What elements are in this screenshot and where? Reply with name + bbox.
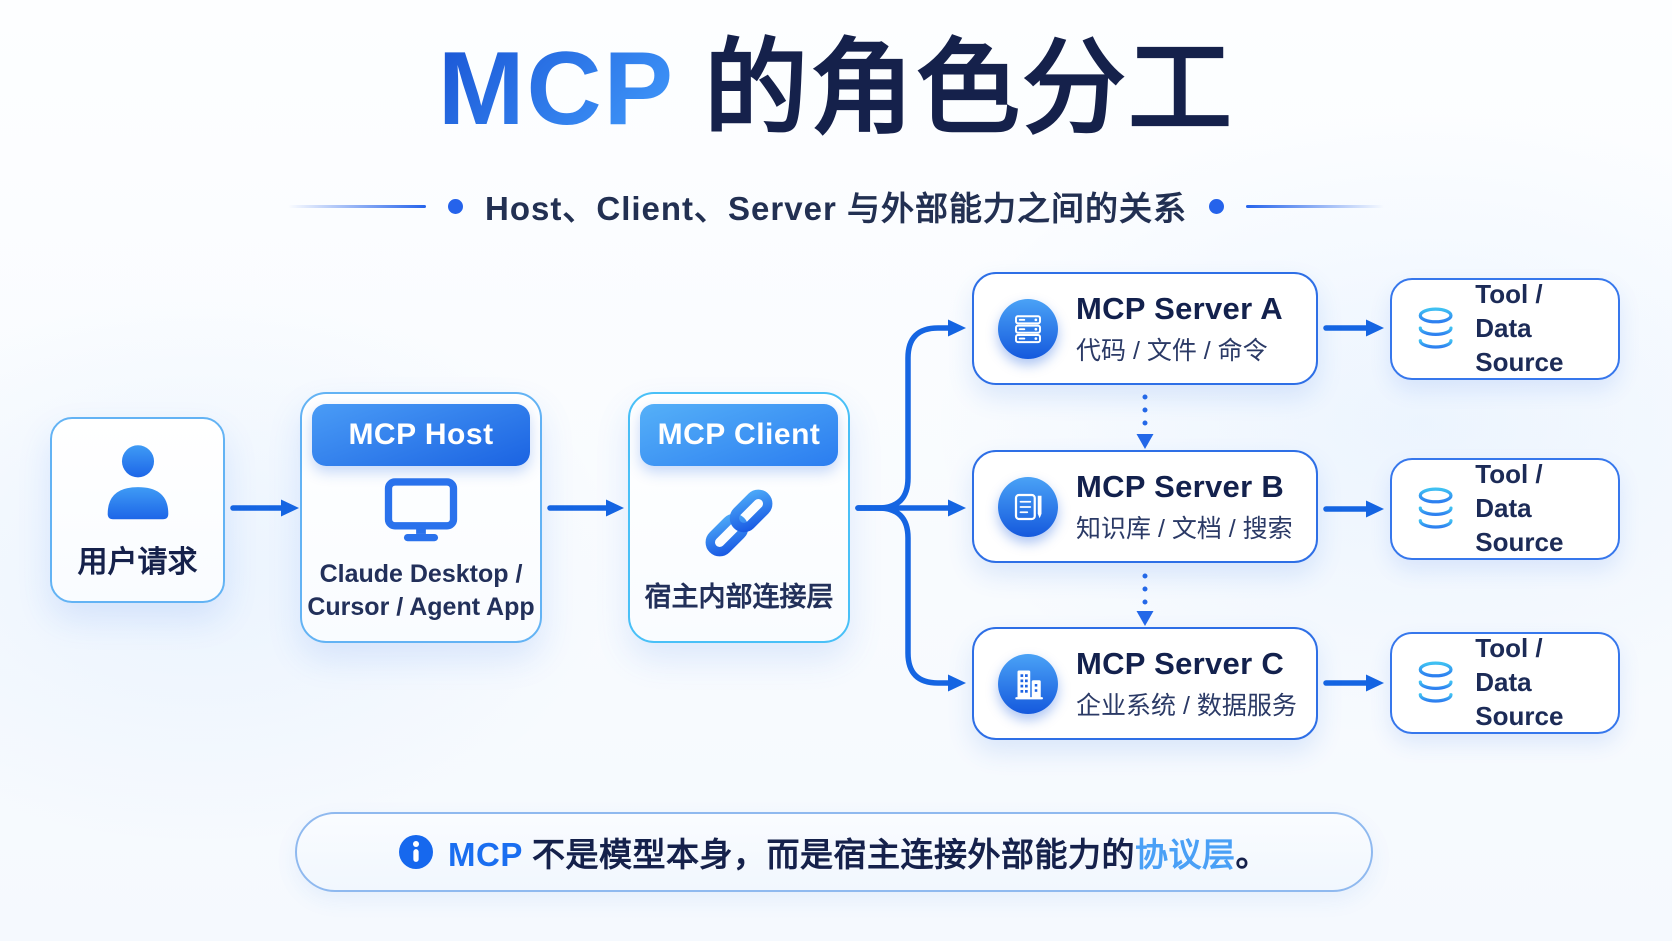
server-b-title: MCP Server B <box>1076 468 1285 504</box>
client-description: 宿主内部连接层 <box>644 581 834 612</box>
monitor-icon <box>384 478 458 542</box>
host-description-line2: Cursor / Agent App <box>307 592 535 621</box>
subtitle-right-dot-icon <box>1208 198 1224 214</box>
note-segment-protocol-layer: 协议层 <box>1134 836 1236 873</box>
subtitle-row: Host、Client、Server 与外部能力之间的关系 <box>0 182 1672 230</box>
mcp-server-a-node: MCP Server A 代码 / 文件 / 命令 <box>972 272 1318 385</box>
note-banner: MCP 不是模型本身，而是宿主连接外部能力的协议层。 <box>295 812 1373 892</box>
note-text: MCP 不是模型本身，而是宿主连接外部能力的协议层。 <box>448 828 1269 876</box>
user-icon <box>107 445 168 520</box>
mcp-server-b-node: MCP Server B 知识库 / 文档 / 搜索 <box>972 450 1318 563</box>
enterprise-building-icon <box>1015 670 1043 699</box>
mcp-host-title: MCP Host <box>348 418 494 451</box>
subtitle-right-line <box>1245 204 1384 208</box>
mcp-client-title: MCP Client <box>657 418 821 451</box>
knowledge-book-icon <box>1014 493 1042 520</box>
database-icon <box>1418 307 1453 349</box>
mcp-host-header: MCP Host <box>312 404 530 466</box>
mcp-server-c-node: MCP Server C 企业系统 / 数据服务 <box>972 627 1318 740</box>
database-icon <box>1418 661 1453 703</box>
server-b-subtitle: 知识库 / 文档 / 搜索 <box>1076 514 1293 543</box>
note-segment-mcp: MCP <box>448 836 523 873</box>
tool-a-label-line2: Data Source <box>1475 313 1564 377</box>
host-icon-zone <box>382 466 460 558</box>
mcp-client-node: MCP Client 宿主内部连接层 <box>628 392 850 643</box>
subtitle-left-line <box>288 204 427 208</box>
tool-data-source-b-node: Tool / Data Source <box>1390 458 1620 560</box>
mcp-host-node: MCP Host Claude Desktop / Cursor / Agent… <box>300 392 542 643</box>
link-icon <box>705 489 773 557</box>
tool-data-source-a-node: Tool / Data Source <box>1390 278 1620 380</box>
title-mcp-text: MCP <box>437 31 674 147</box>
server-b-icon-circle <box>998 476 1058 537</box>
host-description-line1: Claude Desktop / <box>319 560 523 588</box>
server-c-icon-circle <box>998 653 1058 714</box>
title-rest-text: 的角色分工 <box>673 31 1235 147</box>
mcp-client-header: MCP Client <box>640 404 838 466</box>
server-rack-icon <box>1015 314 1041 343</box>
server-a-subtitle: 代码 / 文件 / 命令 <box>1076 336 1268 365</box>
tool-b-label-line1: Tool / <box>1475 459 1543 490</box>
info-icon <box>399 835 434 869</box>
host-description: Claude Desktop / Cursor / Agent App <box>307 558 534 623</box>
server-a-title: MCP Server A <box>1076 290 1283 326</box>
subtitle-left-dot-icon <box>448 198 464 214</box>
tool-c-label-line2: Data Source <box>1475 667 1564 731</box>
subtitle-text: Host、Client、Server 与外部能力之间的关系 <box>485 190 1187 227</box>
server-a-icon-circle <box>998 298 1058 359</box>
database-icon <box>1418 487 1453 529</box>
tool-data-source-c-node: Tool / Data Source <box>1390 632 1620 734</box>
tool-b-label-line2: Data Source <box>1475 493 1564 557</box>
note-segment-period: 。 <box>1235 836 1269 873</box>
page-title: MCP 的角色分工 <box>0 30 1672 150</box>
tool-c-label-line1: Tool / <box>1475 633 1543 664</box>
server-c-subtitle: 企业系统 / 数据服务 <box>1076 691 1297 720</box>
user-request-node: 用户请求 <box>50 417 225 603</box>
server-c-title: MCP Server C <box>1076 645 1285 681</box>
client-icon-zone <box>698 466 780 580</box>
user-request-label: 用户请求 <box>77 546 198 579</box>
note-segment-body: 不是模型本身，而是宿主连接外部能力的 <box>522 836 1135 873</box>
tool-a-label-line1: Tool / <box>1475 279 1543 310</box>
